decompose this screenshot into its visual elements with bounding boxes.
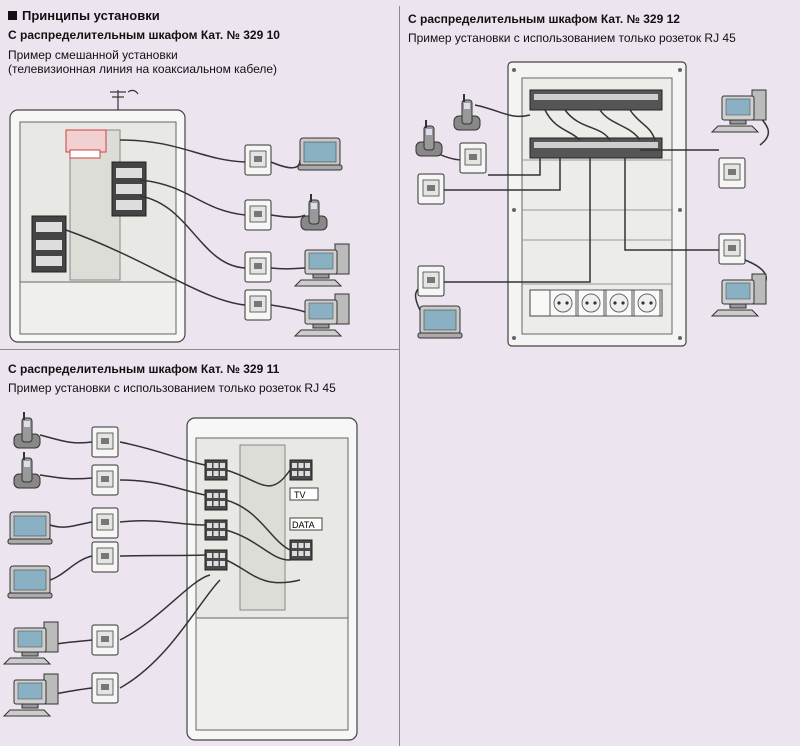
power-outlet-icon [577, 289, 605, 317]
section-12-title: С распределительным шкафом Кат. № 329 12 [408, 12, 680, 26]
patch-panel-icon [204, 489, 228, 511]
computer-icon [294, 243, 350, 287]
wall-socket-icon [91, 624, 119, 656]
antenna-icon [110, 89, 139, 110]
wall-socket-icon [718, 157, 746, 189]
section-10-caption-2: (телевизионная линия на коаксиальном каб… [8, 62, 278, 76]
monitor-icon [7, 565, 53, 599]
wall-socket-icon [244, 144, 272, 176]
cables-329-12 [414, 99, 770, 311]
bullet-square-icon [8, 11, 17, 20]
wall-socket-icon [244, 199, 272, 231]
computer-icon [294, 293, 350, 337]
computer-icon [3, 621, 59, 665]
cabinet-329-12 [507, 61, 687, 347]
phone-icon [13, 411, 41, 449]
patch-panel-icon [204, 519, 228, 541]
section-11-caption: Пример установки с использованием только… [8, 381, 336, 395]
monitor-icon [7, 511, 53, 545]
monitor-icon [417, 305, 463, 339]
patch-panel-icon [289, 539, 313, 561]
patch-panel-icon [204, 459, 228, 481]
section-12-caption: Пример установки с использованием только… [408, 31, 736, 45]
patch-panel-icon [289, 459, 313, 481]
wall-socket-icon [244, 289, 272, 321]
computer-icon [711, 273, 767, 317]
section-10-caption-1: Пример смешанной установки [8, 48, 178, 62]
horizontal-divider [0, 349, 399, 350]
wall-socket-icon [417, 265, 445, 297]
wall-socket-icon [91, 507, 119, 539]
wall-socket-icon [417, 173, 445, 205]
power-outlet-icon [633, 289, 661, 317]
phone-icon [453, 93, 481, 131]
wall-socket-icon [718, 233, 746, 265]
cables-329-10 [65, 139, 306, 313]
label-data: DATA [292, 520, 315, 530]
wall-socket-icon [91, 541, 119, 573]
section-11-title: С распределительным шкафом Кат. № 329 11 [8, 362, 280, 376]
wall-socket-icon [244, 251, 272, 283]
wall-socket-icon [91, 672, 119, 704]
vertical-divider [399, 6, 400, 746]
wall-socket-icon [91, 464, 119, 496]
computer-icon [3, 673, 59, 717]
label-tv: TV [294, 490, 306, 500]
phone-icon [13, 451, 41, 489]
phone-icon [300, 193, 328, 231]
cabinet-329-10 [9, 109, 186, 343]
page-title: Принципы установки [8, 8, 160, 23]
monitor-icon [297, 137, 343, 171]
power-outlet-icon [605, 289, 633, 317]
wall-socket-icon [91, 426, 119, 458]
cabinet-329-11 [186, 417, 358, 741]
computer-icon [711, 89, 767, 133]
section-10-title: С распределительным шкафом Кат. № 329 10 [8, 28, 280, 42]
power-outlet-icon [549, 289, 577, 317]
phone-icon [415, 119, 443, 157]
page-title-text: Принципы установки [22, 8, 160, 23]
patch-panel-icon [204, 549, 228, 571]
cables-329-11 [39, 434, 301, 696]
wall-socket-icon [459, 142, 487, 174]
